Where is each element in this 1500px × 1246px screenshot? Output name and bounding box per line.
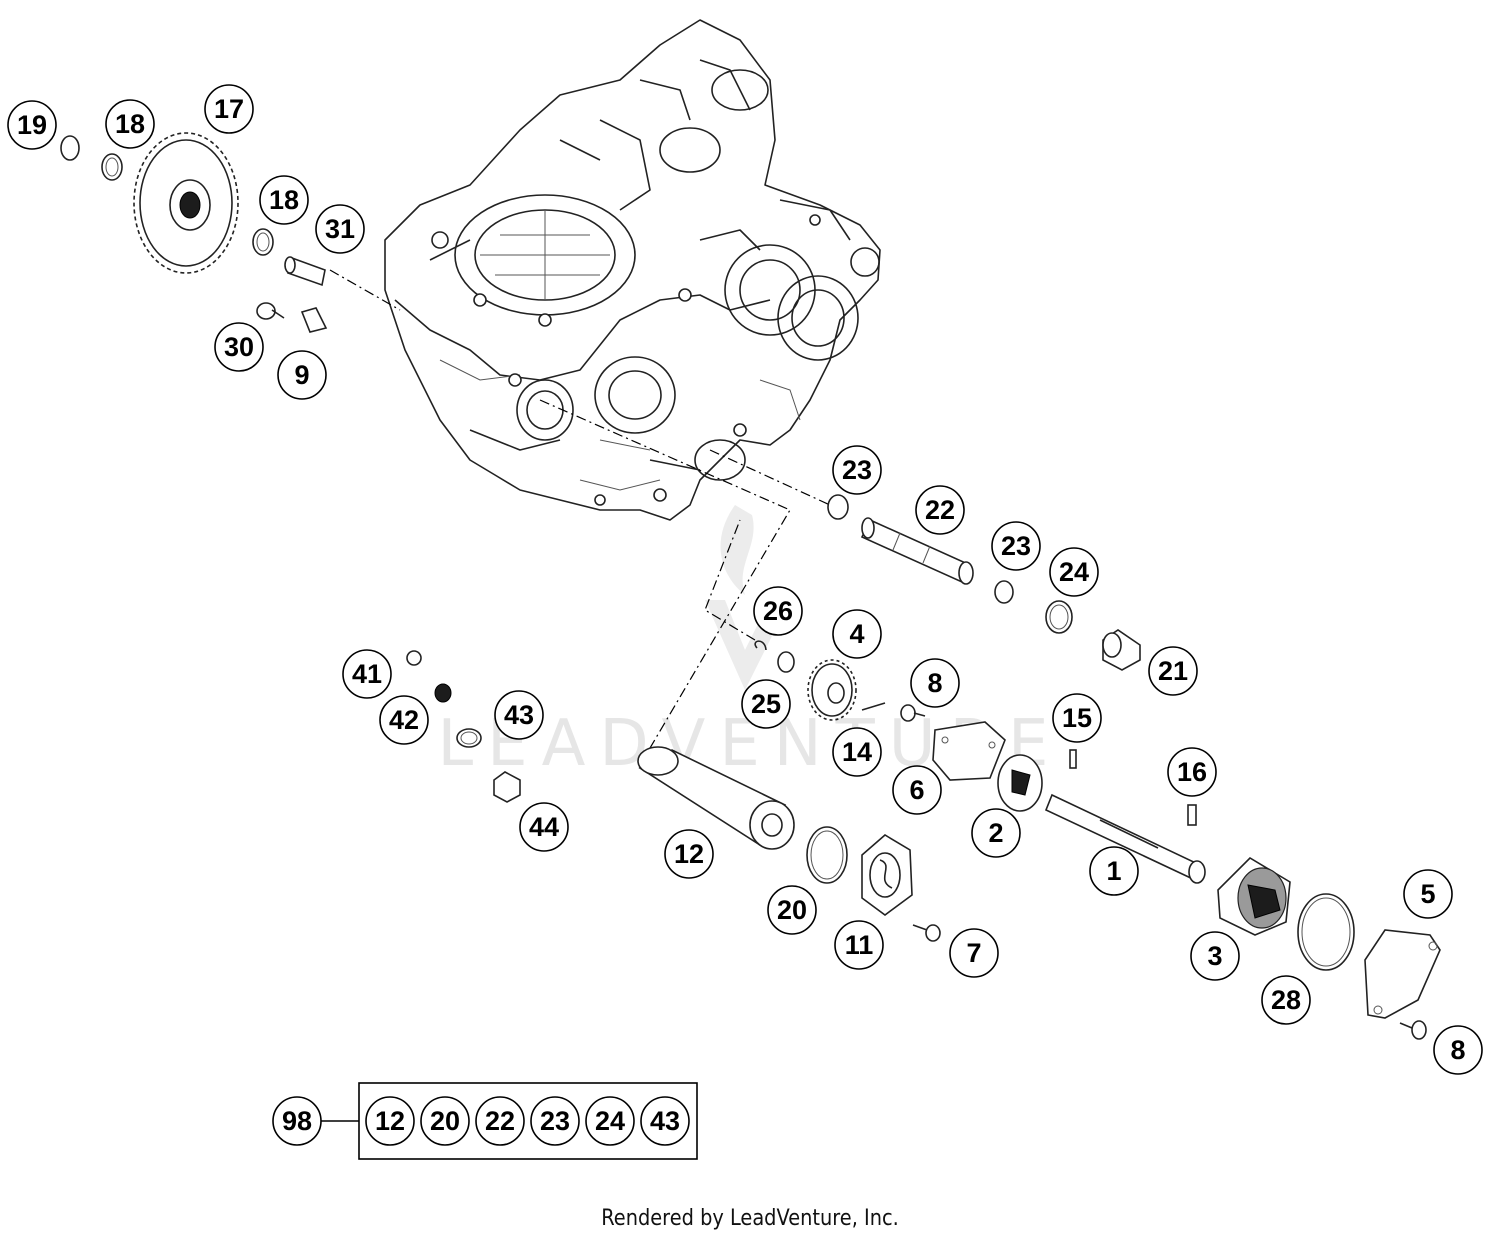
kit-item: 23 (530, 1096, 580, 1146)
kit-item-label: 12 (375, 1106, 405, 1136)
kit-number-callout: 98 (272, 1096, 322, 1146)
kit-number: 98 (282, 1106, 312, 1136)
callout-label: 19 (17, 110, 47, 140)
parts-drawings (60, 132, 1441, 1040)
callout-label: 6 (909, 775, 924, 805)
callout-label: 23 (842, 455, 872, 485)
callout-41: 41 (342, 649, 392, 699)
callout-label: 8 (927, 668, 942, 698)
callout-44: 44 (519, 802, 569, 852)
callout-14: 14 (832, 727, 882, 777)
callout-3: 3 (1190, 931, 1240, 981)
callout-label: 5 (1420, 879, 1435, 909)
kit-item-label: 43 (650, 1106, 680, 1136)
callout-31: 31 (315, 204, 365, 254)
callout-4: 4 (832, 609, 882, 659)
callout-label: 4 (849, 619, 864, 649)
kit-item-label: 22 (485, 1106, 515, 1136)
callout-label: 25 (751, 689, 781, 719)
callout-label: 28 (1271, 985, 1301, 1015)
kit-group: 98 12 20 22 23 24 43 (272, 1082, 698, 1160)
callout-label: 9 (294, 360, 309, 390)
callout-21: 21 (1148, 646, 1198, 696)
callout-5: 5 (1403, 869, 1453, 919)
callout-label: 8 (1450, 1035, 1465, 1065)
kit-item-label: 24 (595, 1106, 625, 1136)
engine-case-drawing (384, 19, 881, 521)
kit-item: 43 (640, 1096, 690, 1146)
callout-label: 18 (269, 185, 299, 215)
kit-item-label: 23 (540, 1106, 570, 1136)
callout-label: 17 (214, 94, 244, 124)
callout-16: 16 (1167, 747, 1217, 797)
callout-20: 20 (767, 885, 817, 935)
callout-label: 21 (1158, 656, 1188, 686)
footer-credit: Rendered by LeadVenture, Inc. (601, 1206, 899, 1231)
kit-item-label: 20 (430, 1106, 460, 1136)
callout-label: 26 (763, 596, 793, 626)
callout-19: 19 (7, 100, 57, 150)
callout-15: 15 (1052, 693, 1102, 743)
kit-item: 22 (475, 1096, 525, 1146)
callout-30: 30 (214, 322, 264, 372)
callout-label: 41 (352, 659, 382, 689)
callout-label: 1 (1106, 856, 1121, 886)
callout-22: 22 (915, 485, 965, 535)
callout-label: 15 (1062, 703, 1092, 733)
callout-18: 18 (105, 99, 155, 149)
callout-26: 26 (753, 586, 803, 636)
callout-23: 23 (832, 445, 882, 495)
callout-43: 43 (494, 690, 544, 740)
callout-label: 23 (1001, 531, 1031, 561)
callout-18: 18 (259, 175, 309, 225)
callout-17: 17 (204, 84, 254, 134)
callout-label: 3 (1207, 941, 1222, 971)
callout-label: 12 (674, 839, 704, 869)
callout-label: 16 (1177, 757, 1207, 787)
callout-8: 8 (910, 658, 960, 708)
callout-28: 28 (1261, 975, 1311, 1025)
callout-label: 18 (115, 109, 145, 139)
callout-2: 2 (971, 808, 1021, 858)
callout-8: 8 (1433, 1025, 1483, 1075)
callout-label: 44 (529, 812, 559, 842)
callout-label: 30 (224, 332, 254, 362)
callout-25: 25 (741, 679, 791, 729)
callout-1: 1 (1089, 846, 1139, 896)
kit-item: 20 (420, 1096, 470, 1146)
callout-label: 43 (504, 700, 534, 730)
callout-12: 12 (664, 829, 714, 879)
callout-42: 42 (379, 695, 429, 745)
callouts: 19 18 17 18 31 30 9 23 22 23 24 26 4 21 … (7, 84, 1483, 1075)
callout-6: 6 (892, 765, 942, 815)
callout-23: 23 (991, 521, 1041, 571)
kit-item: 12 (365, 1096, 415, 1146)
callout-7: 7 (949, 928, 999, 978)
callout-label: 22 (925, 495, 955, 525)
callout-11: 11 (834, 920, 884, 970)
assembly-lines (329, 269, 831, 766)
callout-label: 42 (389, 705, 419, 735)
callout-label: 2 (988, 818, 1003, 848)
kit-item: 24 (585, 1096, 635, 1146)
callout-label: 24 (1059, 557, 1089, 587)
callout-24: 24 (1049, 547, 1099, 597)
callout-label: 11 (845, 930, 874, 960)
callout-9: 9 (277, 350, 327, 400)
callout-label: 14 (842, 737, 872, 767)
callout-label: 20 (777, 895, 807, 925)
callout-label: 31 (325, 214, 355, 244)
callout-label: 7 (966, 938, 981, 968)
